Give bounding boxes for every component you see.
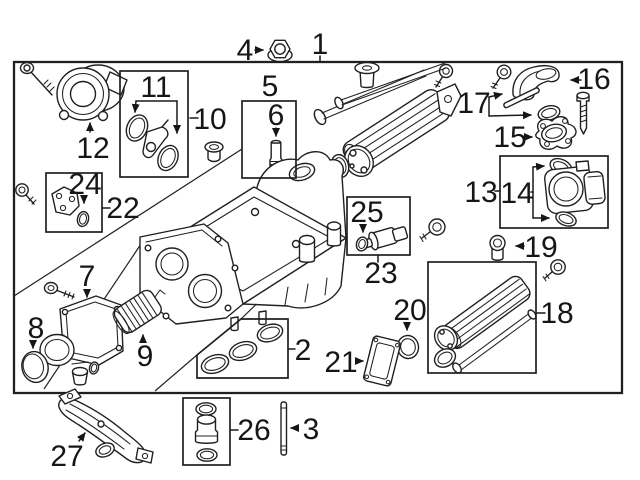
callout-11-label: 11 [140, 71, 171, 104]
callout-16-label: 16 [577, 63, 610, 96]
callout-3-label: 3 [303, 413, 320, 446]
assembly-border-box [12, 60, 624, 395]
callout-8: 8 [28, 312, 45, 349]
callout-9-label: 9 [137, 340, 154, 373]
intercooler-core-kit-box [427, 261, 537, 374]
supercharger-drawing [139, 151, 347, 332]
callout-20: 20 [393, 294, 427, 331]
rubber-grommet-drawing [204, 141, 224, 163]
callout-22: 22 [101, 192, 140, 225]
callout-22-label: 22 [106, 192, 139, 225]
oval-seal-drawing [21, 350, 49, 384]
vertical-bolt-drawing [576, 91, 590, 135]
callout-1: 1 [312, 28, 329, 63]
callout-10: 10 [189, 103, 227, 136]
screw-near-bracket-kit-drawing [15, 183, 37, 205]
callout-2: 2 [287, 334, 312, 367]
callout-16: 16 [570, 63, 611, 96]
callout-27-label: 27 [50, 440, 83, 473]
mounting-stud-drawing [280, 401, 288, 456]
hex-nut-drawing [267, 39, 293, 63]
callout-23: 23 [364, 254, 398, 290]
callout-4-label: 4 [237, 34, 254, 67]
callout-7-label: 7 [79, 260, 96, 293]
frame-gasket-drawing [363, 335, 401, 387]
callout-14: 14 [500, 162, 550, 222]
oval-seal-set-box [196, 318, 289, 379]
callout-10-label: 10 [193, 103, 226, 136]
callout-20-label: 20 [393, 294, 426, 327]
plug-drawing [354, 61, 380, 89]
callout-17: 17 [457, 87, 532, 120]
callout-18: 18 [535, 297, 574, 330]
callout-4: 4 [237, 34, 264, 67]
throttle-body-drawing [544, 157, 606, 227]
coolant-housing-drawing [39, 295, 124, 386]
callout-7: 7 [79, 260, 96, 298]
seal-kit-box [119, 70, 189, 178]
callout-25-label: 25 [350, 196, 383, 229]
coolant-pipe-drawing [58, 388, 154, 464]
callout-25: 25 [350, 196, 384, 233]
bracket-kit-contents-drawing [51, 186, 90, 228]
callout-13-label: 13 [464, 176, 497, 209]
supercharger-boss-cylinders [298, 221, 342, 263]
small-screw-drawing [433, 63, 454, 88]
callout-15: 15 [493, 121, 533, 154]
callout-26-label: 26 [237, 414, 270, 447]
callout-12-label: 12 [76, 132, 109, 165]
callout-26: 26 [229, 414, 271, 447]
bypass-valve-actuator-drawing [56, 64, 128, 122]
seal-kit-contents-drawing [125, 114, 179, 172]
long-bolt-drawing [19, 61, 55, 96]
callout-21-label: 21 [324, 346, 357, 379]
mounting-flange-drawing [535, 116, 577, 150]
callout-15-label: 15 [493, 121, 526, 154]
screw-near-fitting-drawing [542, 259, 566, 282]
callout-23-label: 23 [364, 257, 397, 290]
callout-13: 13 [464, 176, 501, 209]
callout-27: 27 [50, 432, 86, 473]
callout-11: 11 [131, 71, 181, 134]
sensor-drawing [355, 226, 409, 252]
callout-9: 9 [137, 334, 154, 373]
strip-gasket-drawing [503, 87, 540, 109]
elbow-duct-drawing [512, 65, 560, 101]
screw-near-sensor-kit-drawing [419, 218, 446, 243]
callout-19: 19 [515, 231, 558, 264]
callout-6: 6 [268, 99, 285, 137]
callout-24-label: 24 [68, 168, 101, 201]
callout-24: 24 [68, 168, 102, 204]
socket-screw-drawing [490, 64, 512, 90]
callout-2-label: 2 [295, 334, 312, 367]
bracket-kit-box [45, 172, 103, 233]
oval-seal-set-drawing [200, 323, 284, 375]
connector-kit-box [182, 397, 231, 466]
connector-kit-contents-drawing [194, 402, 219, 462]
callout-1-label: 1 [312, 28, 329, 61]
throttle-body-kit-box [499, 155, 609, 229]
callout-3: 3 [290, 413, 320, 446]
callout-18-label: 18 [540, 297, 573, 330]
callout-5: 5 [262, 70, 279, 103]
callout-17-label: 17 [457, 87, 490, 120]
callout-19-label: 19 [524, 231, 557, 264]
pipe-fitting-drawing [489, 234, 506, 261]
valve-kit-box [241, 100, 297, 179]
callout-12: 12 [76, 122, 110, 165]
callout-21: 21 [324, 346, 364, 379]
callout-5-label: 5 [262, 70, 279, 103]
bolt-near-housing-drawing [43, 281, 75, 300]
intercooler-drawing [313, 62, 462, 178]
callout-14-label: 14 [500, 177, 533, 210]
callout-8-label: 8 [28, 312, 45, 345]
callout-6-label: 6 [268, 99, 285, 132]
bellows-hose-drawing [112, 289, 166, 335]
intercooler-core-drawing [433, 275, 537, 374]
